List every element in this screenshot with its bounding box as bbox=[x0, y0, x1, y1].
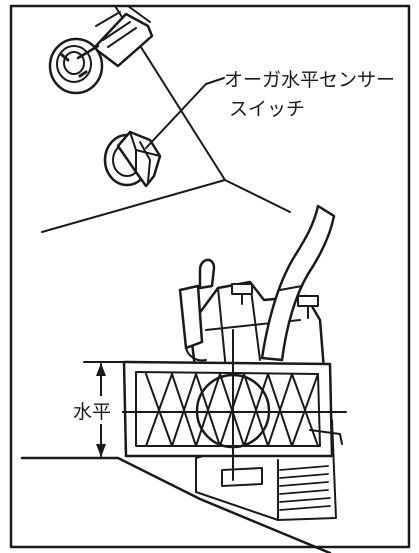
ground-line bbox=[20, 456, 332, 553]
figure-border bbox=[9, 4, 411, 549]
level-indicator bbox=[70, 361, 347, 457]
slope-detail bbox=[309, 429, 343, 445]
auger-housing-icon bbox=[122, 329, 334, 481]
panel-edge-lower bbox=[41, 179, 226, 233]
sensor-switch-leader-line bbox=[145, 77, 225, 149]
auger-level-sensor-switch-icon bbox=[103, 130, 162, 188]
engine-cap-icons bbox=[231, 283, 319, 319]
discharge-chute-icon bbox=[260, 204, 336, 362]
sensor-switch-label-line2: スイッチ bbox=[229, 98, 305, 120]
level-label: 水平 bbox=[73, 401, 111, 423]
snowblower bbox=[20, 204, 347, 553]
sensor-switch-label-line1: オーガ水平センサー bbox=[224, 69, 395, 91]
lever-knob-icon bbox=[48, 5, 154, 95]
control-panel bbox=[41, 5, 291, 233]
handle-tube-icon bbox=[178, 258, 216, 362]
